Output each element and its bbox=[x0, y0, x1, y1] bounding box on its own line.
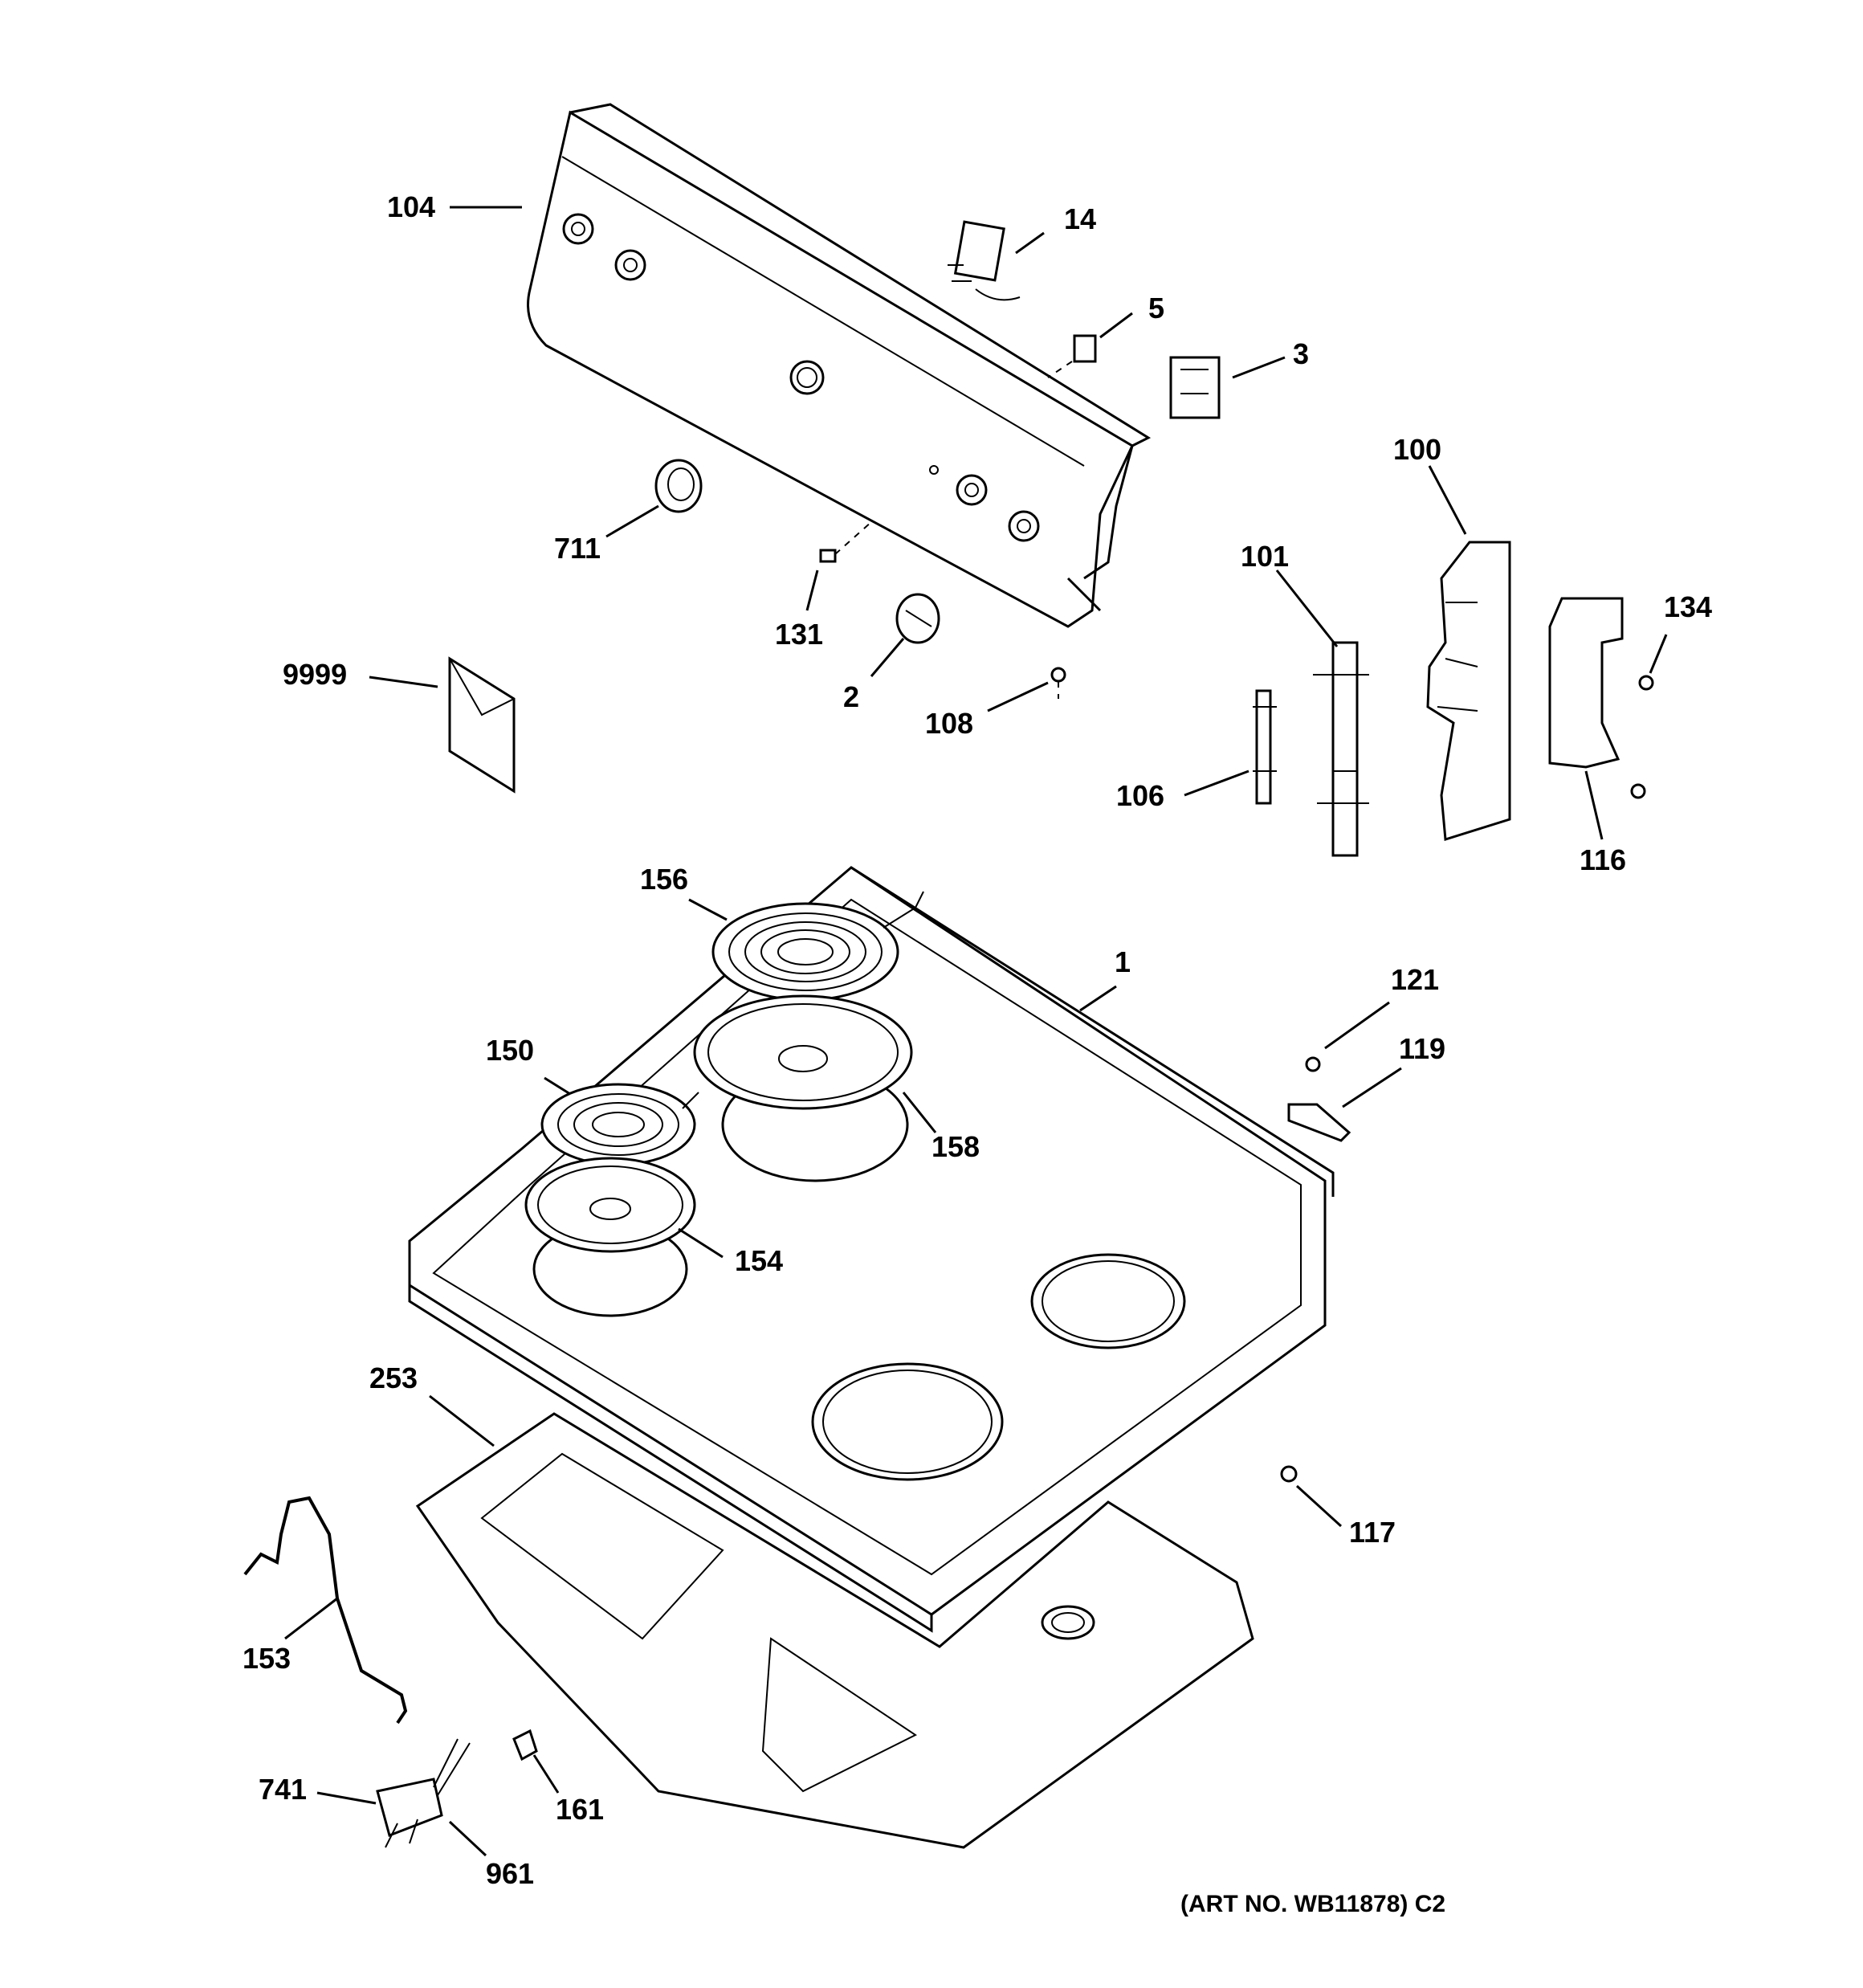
end-cap-116 bbox=[1548, 597, 1624, 769]
infinite-switch-14 bbox=[948, 220, 1021, 301]
main-top-1 bbox=[408, 866, 1335, 1633]
screw-108 bbox=[1050, 667, 1066, 699]
label-1: 1 bbox=[1115, 945, 1131, 978]
drip-pan-158 bbox=[693, 994, 913, 1110]
label-14: 14 bbox=[1064, 202, 1096, 235]
label-101: 101 bbox=[1241, 540, 1289, 573]
label-711: 711 bbox=[554, 532, 601, 565]
label-150: 150 bbox=[486, 1034, 534, 1067]
bracket-106 bbox=[1253, 689, 1277, 805]
label-9999: 9999 bbox=[283, 658, 347, 691]
label-108: 108 bbox=[925, 707, 973, 740]
screw-116-fastener bbox=[1630, 783, 1646, 799]
literature-envelope-9999 bbox=[448, 656, 516, 794]
label-156: 156 bbox=[640, 863, 688, 896]
label-253: 253 bbox=[369, 1361, 418, 1394]
label-158: 158 bbox=[932, 1130, 980, 1163]
label-154: 154 bbox=[735, 1244, 783, 1277]
terminal-block-741 bbox=[376, 1738, 471, 1848]
nut-117 bbox=[1280, 1465, 1298, 1483]
label-3: 3 bbox=[1293, 337, 1309, 370]
clip-161 bbox=[512, 1729, 538, 1761]
control-panel-backsplash bbox=[527, 103, 1152, 628]
screw-131 bbox=[819, 521, 872, 563]
label-5: 5 bbox=[1148, 292, 1164, 325]
support-wire-153 bbox=[243, 1496, 408, 1725]
bracket-101 bbox=[1313, 641, 1369, 857]
art-number: (ART NO. WB11878) C2 bbox=[1180, 1891, 1445, 1917]
label-741: 741 bbox=[259, 1773, 307, 1806]
knob-2 bbox=[895, 593, 940, 644]
switch-5 bbox=[1047, 334, 1097, 378]
burner-box-253 bbox=[415, 1412, 1254, 1849]
screw-134 bbox=[1638, 675, 1654, 691]
label-153: 153 bbox=[243, 1642, 291, 1675]
leader-lines bbox=[284, 206, 1668, 1857]
label-961: 961 bbox=[486, 1857, 534, 1890]
side-trim-100 bbox=[1426, 541, 1511, 841]
label-161: 161 bbox=[556, 1793, 604, 1826]
label-106: 106 bbox=[1116, 779, 1164, 812]
screw-121 bbox=[1305, 1056, 1321, 1072]
label-119: 119 bbox=[1399, 1032, 1445, 1065]
label-121: 121 bbox=[1391, 963, 1439, 996]
knob-711 bbox=[654, 459, 703, 513]
label-2: 2 bbox=[843, 680, 859, 713]
label-117: 117 bbox=[1349, 1516, 1396, 1549]
surface-unit-150 bbox=[540, 1083, 699, 1166]
label-104: 104 bbox=[387, 190, 435, 223]
switch-3 bbox=[1169, 356, 1221, 419]
surface-unit-156 bbox=[711, 891, 924, 1002]
label-134: 134 bbox=[1664, 590, 1712, 623]
drip-pan-154 bbox=[524, 1157, 696, 1253]
label-116: 116 bbox=[1580, 843, 1626, 876]
part-labels: 104 14 5 3 100 101 134 711 131 2 108 999… bbox=[243, 190, 1712, 1890]
hinge-bracket-119 bbox=[1287, 1103, 1351, 1142]
label-131: 131 bbox=[775, 618, 823, 651]
label-100: 100 bbox=[1393, 433, 1441, 466]
